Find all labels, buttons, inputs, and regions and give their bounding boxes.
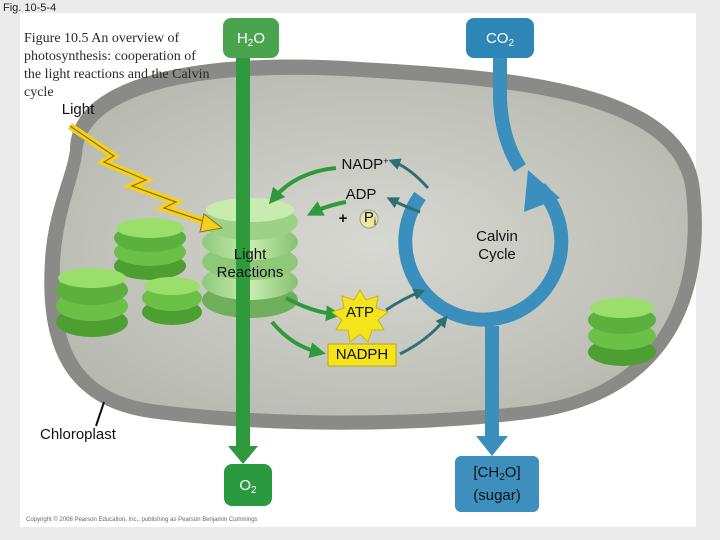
plus-sign: + bbox=[338, 210, 348, 227]
sugar-output-shaft bbox=[485, 326, 499, 438]
o2-label: O2 bbox=[224, 477, 272, 500]
atp-label: ATP bbox=[345, 304, 375, 321]
o2-label-sub: 2 bbox=[251, 485, 257, 496]
co2-label-box bbox=[466, 18, 534, 58]
h2o-label-sub: 2 bbox=[247, 38, 254, 49]
nadph-to-calvin-arrow bbox=[399, 315, 448, 356]
phosphate-circle bbox=[359, 209, 379, 229]
nadp-label-base: NADP bbox=[341, 156, 384, 173]
nadph-box bbox=[327, 343, 397, 367]
granum-center-left bbox=[142, 277, 202, 325]
nadp-label-sup: + bbox=[383, 156, 389, 166]
calvin-to-adp-arrow bbox=[386, 197, 421, 214]
sugar-label-ch: [CH bbox=[473, 464, 500, 481]
phosphate-label-sub: i bbox=[373, 217, 377, 228]
calvin-cycle-line1: Calvin bbox=[476, 228, 518, 245]
o2-label-base: O bbox=[239, 477, 252, 494]
oxygen-output-arrowhead bbox=[228, 446, 258, 464]
h2o-label: H2O bbox=[223, 30, 279, 53]
granum-right bbox=[588, 298, 656, 366]
phosphate-label: Pi bbox=[360, 209, 380, 232]
co2-input-arrow bbox=[493, 58, 526, 172]
nadph-label: NADPH bbox=[335, 346, 389, 363]
co2-label-sub: 2 bbox=[508, 38, 515, 49]
granum-left-upper bbox=[114, 218, 186, 280]
adp-to-light-arrow bbox=[306, 200, 347, 216]
figure-caption: Figure 10.5 An overview of photosynthesi… bbox=[24, 31, 210, 100]
calvin-cycle-arrowhead bbox=[524, 170, 560, 212]
light-zigzag-outline bbox=[69, 125, 213, 225]
nadp-label: NADP+ bbox=[330, 152, 400, 174]
light-label: Light bbox=[61, 101, 95, 118]
calvin-cycle-line2: Cycle bbox=[478, 246, 516, 263]
chloroplast-pointer-line bbox=[95, 401, 105, 427]
calvin-cycle-ring bbox=[398, 183, 569, 327]
light-reactions-line2: Reactions bbox=[216, 264, 284, 281]
light-reactions-label: Light Reactions bbox=[200, 246, 300, 282]
sugar-label-o: O] bbox=[504, 464, 521, 481]
light-bolt-arrowhead bbox=[199, 213, 224, 233]
sugar-output-arrowhead bbox=[476, 436, 508, 456]
chloroplast-label: Chloroplast bbox=[40, 426, 116, 443]
nadp-to-light-arrow bbox=[268, 166, 337, 205]
atp-starburst bbox=[330, 289, 390, 343]
co2-label-base: CO bbox=[485, 30, 509, 47]
water-oxygen-shaft bbox=[236, 58, 250, 448]
sugar-label-line2: (sugar) bbox=[473, 487, 521, 504]
light-to-atp-arrow bbox=[285, 296, 342, 322]
h2o-label-box bbox=[223, 18, 279, 58]
co2-label: CO2 bbox=[466, 30, 534, 53]
light-to-nadph-arrow bbox=[270, 320, 326, 358]
chloroplast-stroma bbox=[59, 74, 688, 416]
sugar-label: [CH2O] (sugar) bbox=[455, 464, 539, 505]
light-reactions-line1: Light bbox=[233, 246, 267, 263]
sugar-label-line1: [CH2O] bbox=[455, 464, 539, 487]
h2o-label-base: H bbox=[236, 30, 248, 47]
h2o-label-tail: O bbox=[253, 30, 266, 47]
copyright-notice: Copyright © 2008 Pearson Education, Inc.… bbox=[26, 517, 258, 523]
o2-label-box bbox=[224, 464, 272, 506]
phosphate-label-base: P bbox=[363, 209, 374, 226]
figure-number: Fig. 10-5-4 bbox=[3, 2, 57, 14]
sugar-label-sub: 2 bbox=[499, 472, 505, 483]
calvin-to-nadp-arrow bbox=[388, 158, 430, 190]
sugar-label-box bbox=[455, 456, 539, 512]
adp-label: ADP bbox=[345, 186, 377, 203]
atp-to-calvin-arrow bbox=[385, 288, 426, 312]
granum-left-lower bbox=[56, 268, 128, 337]
calvin-cycle-label: Calvin Cycle bbox=[462, 228, 532, 264]
